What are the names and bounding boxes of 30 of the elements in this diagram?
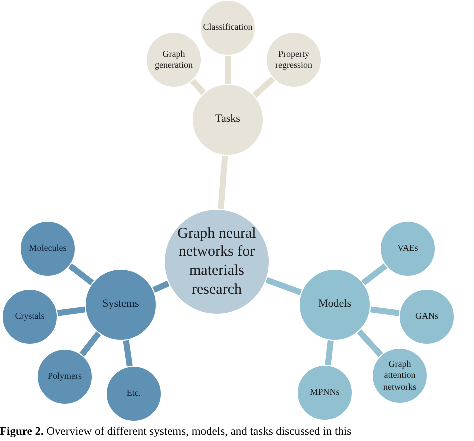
branch-connector [252, 76, 276, 98]
branch-connector [57, 306, 86, 316]
figure-caption: Figure 2. Overview of different systems, models, and tasks discussed in this [0, 425, 353, 440]
branch-connector [225, 56, 231, 84]
branch-connector [80, 332, 102, 357]
branch-connector [325, 340, 334, 366]
branch-connector [362, 264, 388, 286]
branch-connector [370, 306, 400, 316]
topic-label: Crystals [14, 311, 46, 323]
topic-label: Property regression [274, 48, 314, 72]
topic-label: Graph neural networks for materials research [176, 224, 258, 300]
branch-connector [190, 78, 206, 96]
branch-connector [123, 340, 133, 367]
topic-label: Tasks [214, 113, 242, 127]
topic-label: Classification [202, 22, 254, 34]
topic-label: MPNNs [309, 387, 341, 399]
topic-label: Graph attention networks [382, 359, 418, 393]
topic-label: VAEs [396, 243, 420, 255]
branch-connector [152, 280, 170, 294]
topic-label: Molecules [28, 243, 68, 255]
branch-connector [266, 277, 302, 296]
branch-connector [357, 330, 384, 358]
topic-label: Polymers [46, 371, 83, 383]
topic-label: Models [318, 298, 352, 312]
topic-label: Graph generation [154, 48, 194, 72]
branch-connector [68, 264, 94, 286]
topic-label: Systems [102, 298, 140, 312]
branch-connector [218, 156, 228, 210]
topic-label: Etc. [126, 388, 142, 400]
topic-label: GANs [414, 311, 440, 323]
